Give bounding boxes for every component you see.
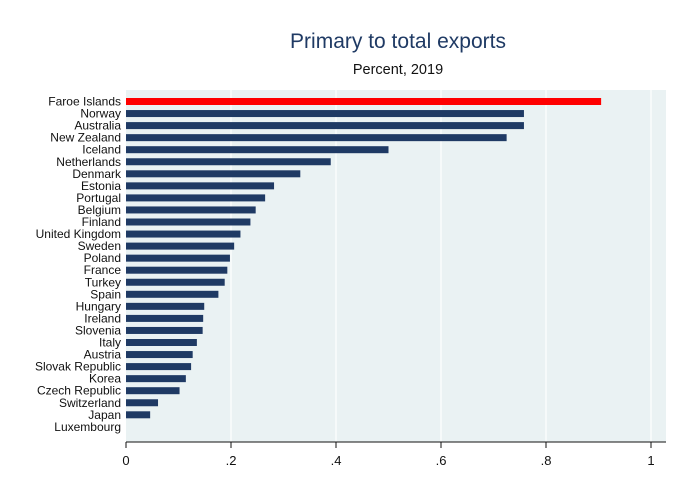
category-label: Belgium — [78, 203, 121, 217]
chart-subtitle: Percent, 2019 — [353, 62, 443, 78]
bar — [126, 146, 389, 154]
category-label: Luxembourg — [54, 420, 121, 434]
plot-area — [126, 90, 666, 442]
category-label: United Kingdom — [36, 227, 121, 241]
bar — [126, 351, 193, 359]
category-label: Turkey — [85, 275, 121, 289]
bar — [126, 326, 203, 334]
bar — [126, 110, 524, 118]
category-label: France — [84, 263, 122, 277]
bar — [126, 278, 225, 286]
bar — [126, 266, 228, 274]
category-label: Spain — [90, 287, 121, 301]
category-label: Austria — [84, 348, 122, 362]
bar — [126, 182, 275, 190]
category-label: Ireland — [84, 311, 121, 325]
bar — [126, 314, 204, 322]
category-label: Australia — [74, 119, 121, 133]
category-label: Japan — [88, 408, 121, 422]
x-tick-label: .4 — [331, 453, 342, 468]
category-label: Iceland — [82, 143, 121, 157]
category-label: Faroe Islands — [48, 95, 121, 109]
x-tick-label: .8 — [541, 453, 552, 468]
bar — [126, 302, 205, 310]
category-label: Finland — [82, 215, 121, 229]
bar — [126, 254, 230, 262]
x-tick-label: .6 — [436, 453, 447, 468]
bar — [126, 387, 180, 395]
bar — [126, 339, 197, 346]
bar — [126, 218, 251, 226]
bar — [126, 134, 507, 142]
bar — [126, 290, 219, 298]
category-label: Sweden — [78, 239, 121, 253]
bar — [126, 399, 159, 407]
category-label: Switzerland — [59, 396, 121, 410]
x-tick-label: 1 — [647, 453, 654, 468]
category-label: Slovak Republic — [35, 360, 121, 374]
x-axis-tick-labels: 0 .2 .4 .6 .8 1 — [122, 453, 654, 468]
bar — [126, 206, 256, 214]
category-label: Hungary — [76, 299, 121, 313]
bar — [126, 242, 235, 250]
bar — [126, 375, 186, 383]
bar — [126, 158, 331, 166]
bar — [126, 98, 602, 105]
bars — [126, 98, 602, 419]
category-label: Norway — [80, 107, 121, 121]
x-tick-label: .2 — [226, 453, 237, 468]
category-label: Netherlands — [56, 155, 121, 169]
category-label: Portugal — [76, 191, 121, 205]
x-axis-ticks — [125, 442, 652, 448]
category-label: Czech Republic — [37, 384, 121, 398]
bar — [126, 122, 524, 130]
category-label: Estonia — [81, 179, 121, 193]
category-label: New Zealand — [50, 131, 121, 145]
bar — [126, 230, 241, 238]
chart-title: Primary to total exports — [290, 30, 506, 53]
category-label: Poland — [84, 251, 121, 265]
category-label: Slovenia — [75, 323, 121, 337]
x-tick-label: 0 — [122, 453, 129, 468]
bar — [126, 194, 266, 202]
bar — [126, 170, 301, 178]
category-label: Denmark — [72, 167, 122, 181]
bar — [126, 363, 192, 371]
bar — [126, 411, 151, 419]
category-label: Korea — [89, 372, 121, 386]
category-label: Italy — [99, 336, 121, 350]
